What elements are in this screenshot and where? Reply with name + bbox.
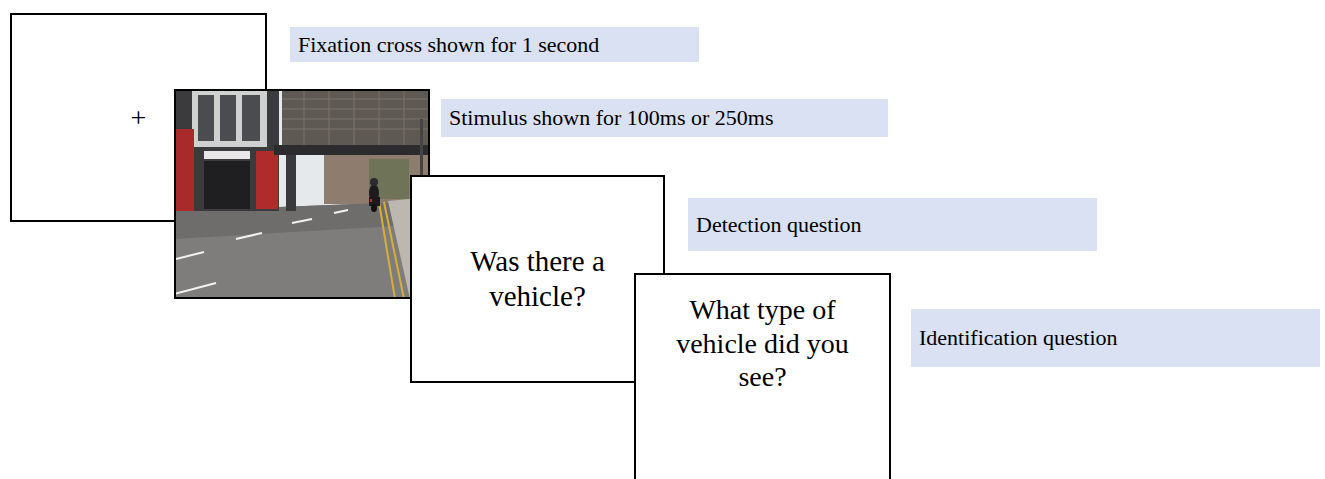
window xyxy=(198,95,214,141)
label-text: Detection question xyxy=(696,212,862,237)
step-label: Fixation cross shown for 1 second xyxy=(290,27,699,62)
photo-border xyxy=(175,90,429,298)
step-label: Stimulus shown for 100ms or 250ms xyxy=(441,99,888,137)
screen-text: + xyxy=(39,101,239,135)
window xyxy=(220,95,236,141)
step-label: Detection question xyxy=(688,198,1097,251)
red-panel xyxy=(174,129,194,211)
pillar xyxy=(286,155,296,211)
doorway xyxy=(204,161,250,209)
label-text: Fixation cross shown for 1 second xyxy=(298,32,599,57)
label-text: Identification question xyxy=(919,325,1118,350)
bridge-mesh xyxy=(282,89,430,145)
screen-text: Was there a vehicle? xyxy=(438,244,638,314)
street-photo xyxy=(174,89,430,299)
red-panel xyxy=(256,151,278,209)
window xyxy=(242,95,260,141)
lane-markings xyxy=(174,210,348,294)
motorcycle xyxy=(369,178,380,212)
sky xyxy=(174,89,430,299)
label-text: Stimulus shown for 100ms or 250ms xyxy=(449,105,774,130)
building-upper xyxy=(192,89,267,147)
step-label: Identification question xyxy=(911,309,1320,367)
question-screen: Was there a vehicle? xyxy=(410,175,665,383)
screen-text: What type of vehicle did you see? xyxy=(665,293,860,394)
question-screen: What type of vehicle did you see? xyxy=(634,273,891,479)
sign xyxy=(204,151,250,159)
bridge xyxy=(282,89,430,145)
building-left xyxy=(174,89,279,211)
yellow-line xyxy=(384,202,404,299)
bridge-underside xyxy=(274,145,430,155)
